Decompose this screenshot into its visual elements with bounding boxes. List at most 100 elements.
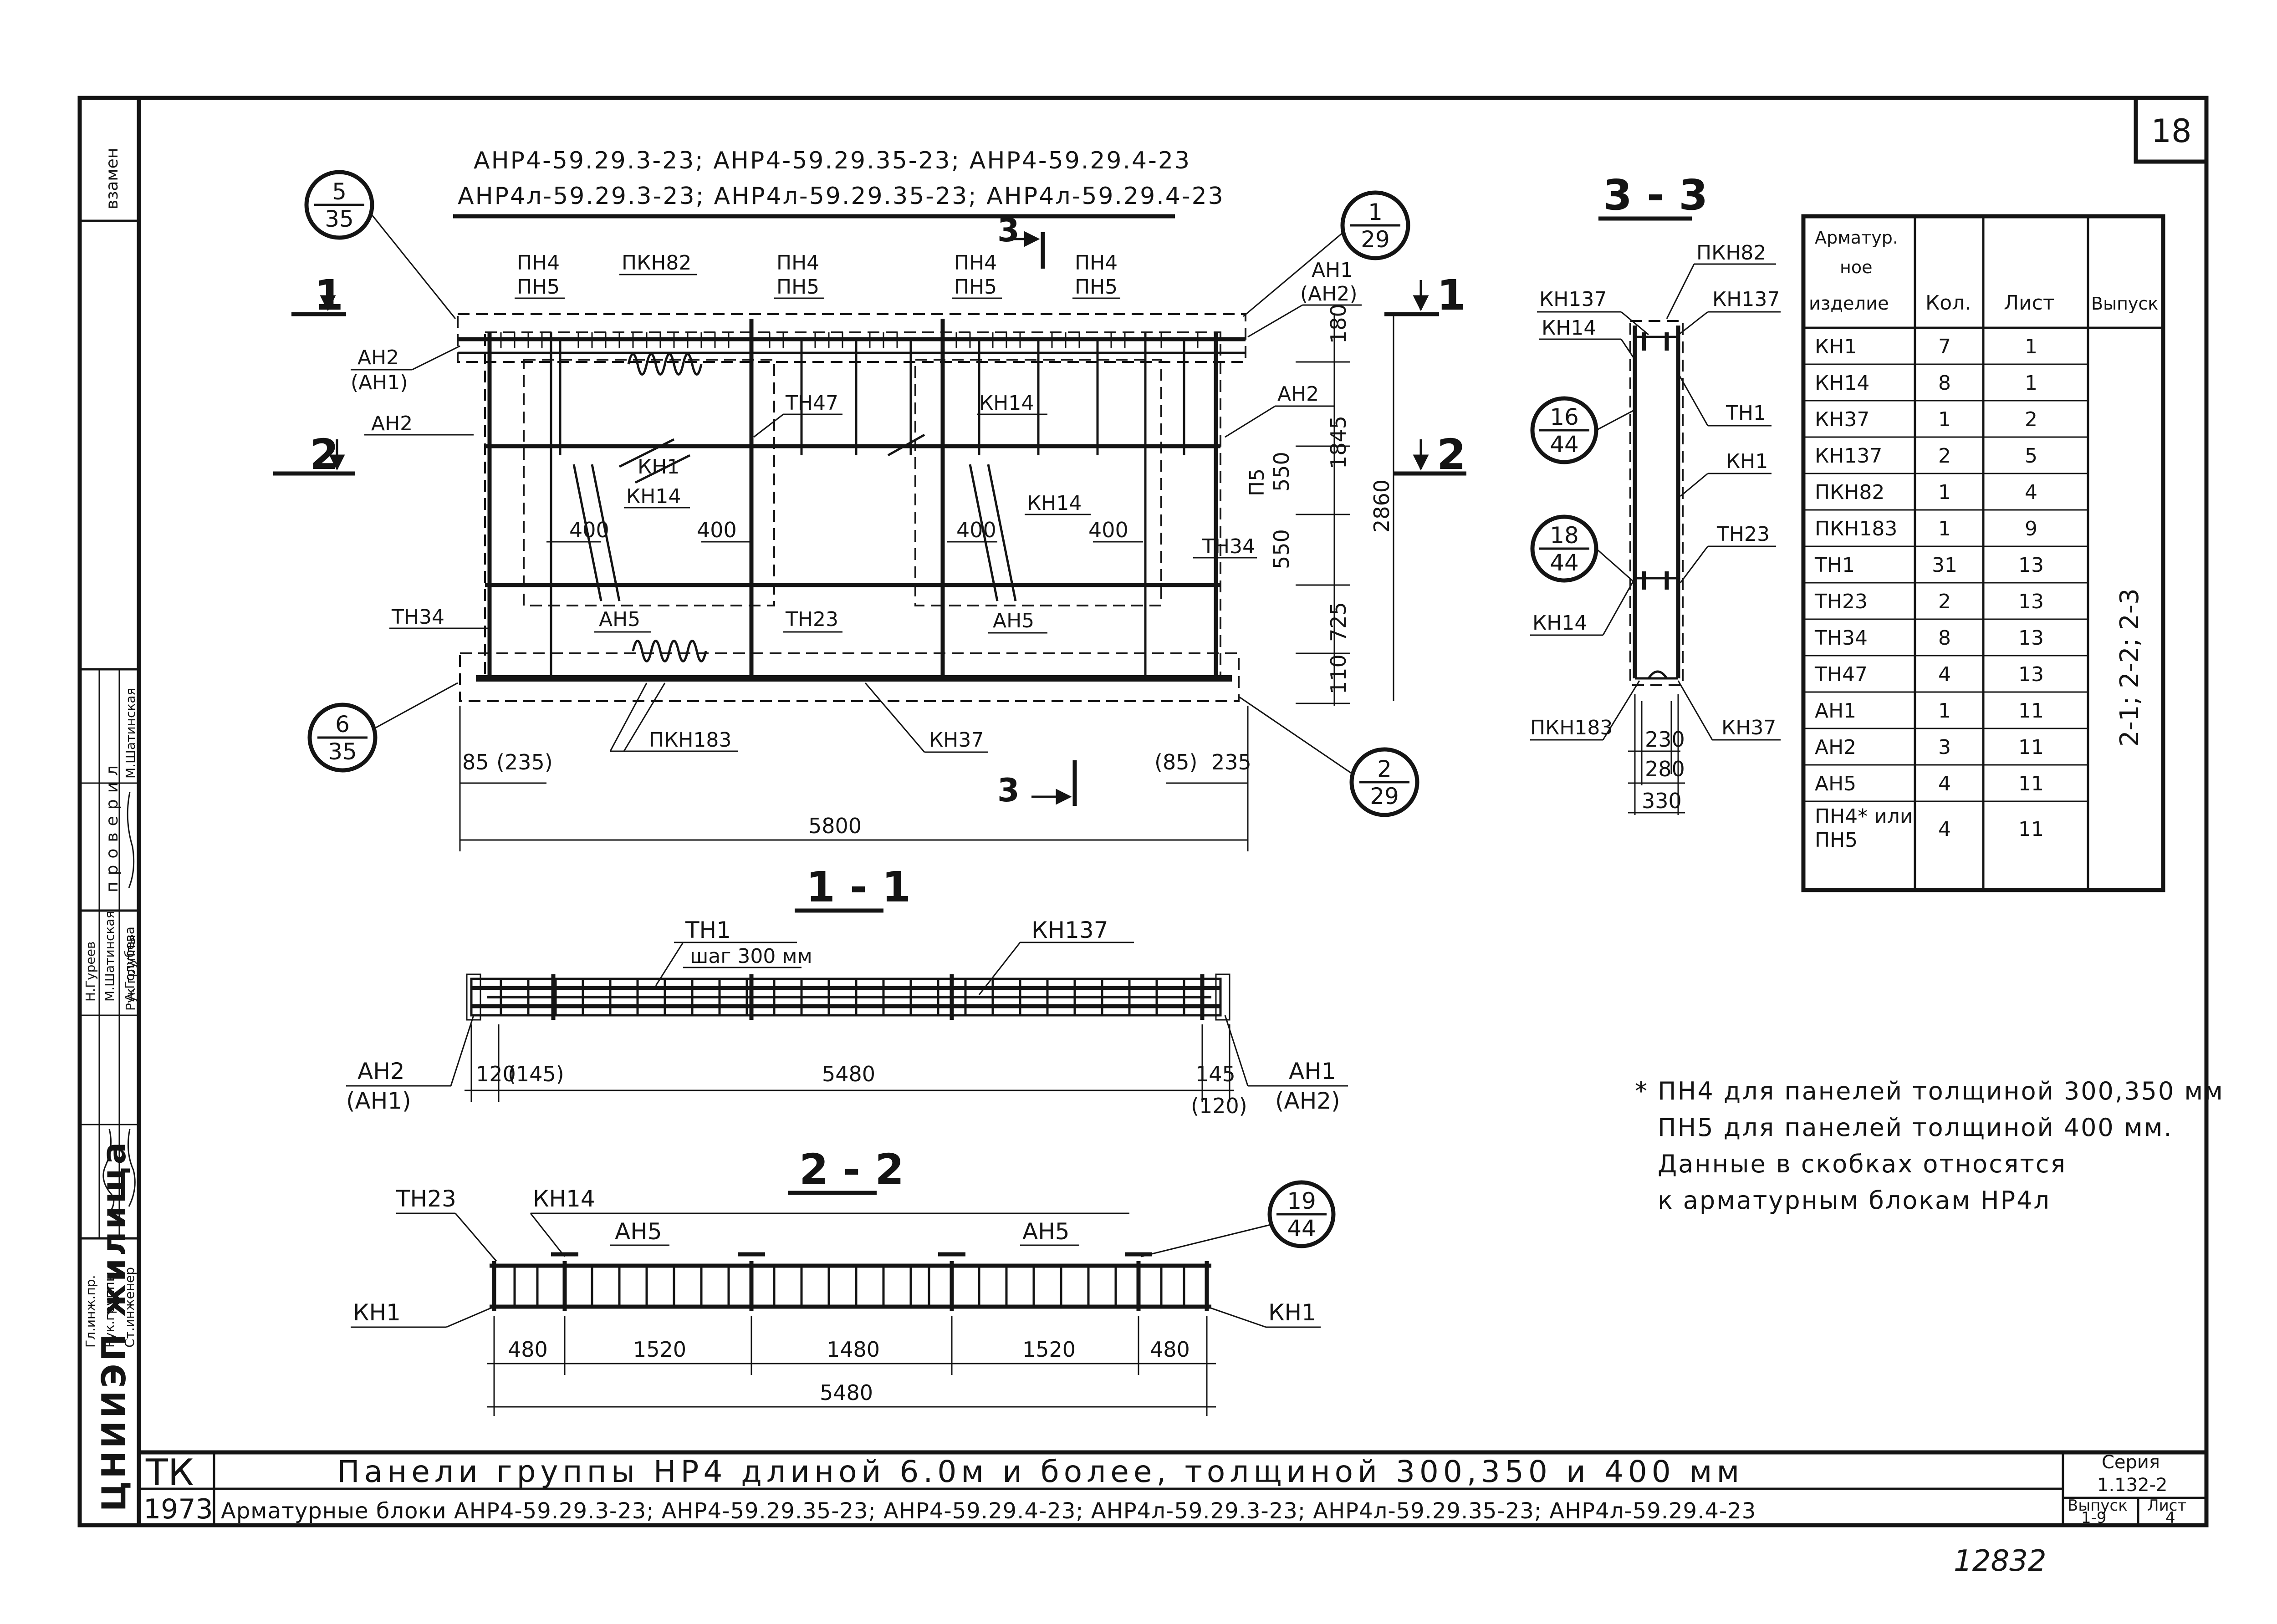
stamp-name-3: А.Голубева — [122, 927, 137, 1002]
s11-an2p: (АН2) — [1275, 1088, 1340, 1114]
s11-dim-145p: (145) — [508, 1062, 564, 1086]
s33-pkn82: ПКН82 — [1696, 241, 1766, 265]
header-marks-line2: АНР4л-59.29.3-23; АНР4л-59.29.35-23; АНР… — [458, 183, 1225, 210]
spec-cell-item: КН1 — [1815, 335, 1857, 358]
cut-1-right: 1 — [1437, 271, 1466, 320]
s33-callout-16-44: 44 — [1550, 431, 1579, 458]
svg-text:ПН4: ПН4 — [776, 251, 819, 275]
svg-text:КН14: КН14 — [626, 485, 681, 508]
s11-dim-120: 120 — [476, 1062, 516, 1086]
s11-tn1: ТН1 — [685, 917, 731, 943]
spec-cell-sheet: 5 — [2025, 444, 2037, 468]
s22-callout-44: 44 — [1287, 1215, 1316, 1242]
spec-cell-sheet: 9 — [2025, 517, 2037, 540]
s33-tn1: ТН1 — [1726, 402, 1766, 425]
svg-text:ТН47: ТН47 — [785, 392, 838, 415]
cut-3-bottom: 3 — [997, 772, 1020, 809]
spec-cell-sheet: 11 — [2018, 772, 2044, 795]
title-issue-label: Выпуск — [2068, 1497, 2128, 1515]
spec-cell-qty: 4 — [1938, 663, 1951, 686]
svg-text:ТН34: ТН34 — [391, 606, 444, 629]
stamp-check-role: Рук группы — [123, 935, 138, 1011]
handwritten-number: 12832 — [1954, 1544, 2047, 1578]
callout-1-29-top: 1 — [1368, 199, 1383, 225]
svg-text:АН1: АН1 — [1312, 259, 1353, 282]
dim-400-4: 400 — [1088, 518, 1128, 542]
callout-6-35-top: 6 — [335, 711, 350, 738]
title-tk: ТК — [145, 1451, 194, 1494]
s22-callout-19: 19 — [1287, 1188, 1316, 1214]
stamp-vzamen: взамен — [103, 148, 122, 209]
elevation-labels: ПН4 ПН5 ПКН82 ПН4 ПН5 ПН4 ПН5 ПН4 ПН5 АН… — [351, 251, 1362, 753]
svg-text:КН1: КН1 — [638, 455, 679, 479]
section-1-1-title: 1 - 1 — [806, 863, 911, 911]
callout-1-29-bottom: 29 — [1361, 226, 1390, 253]
dim-110: 110 — [1326, 654, 1351, 694]
s11-an1: АН1 — [1289, 1058, 1336, 1084]
stamp-name-2: М.Шатинская — [102, 911, 117, 1002]
svg-text:ПН4: ПН4 — [954, 251, 997, 275]
s11-dim-5480: 5480 — [822, 1062, 875, 1086]
title-sheet-value: 4 — [2165, 1509, 2175, 1527]
svg-text:ПКН183: ПКН183 — [649, 728, 731, 752]
spec-cell-item: ПН4* или — [1815, 805, 1913, 828]
svg-text:АН5: АН5 — [993, 609, 1034, 632]
spec-cell-sheet: 2 — [2025, 408, 2037, 431]
title-sheet-label: Лист — [2147, 1497, 2186, 1515]
s33-kn137-right: КН137 — [1712, 288, 1780, 311]
title-series-label: Серия — [2102, 1452, 2160, 1473]
spec-cell-sheet: 13 — [2018, 554, 2044, 577]
cut-3-top: 3 — [997, 212, 1020, 249]
s22-dim-480-right: 480 — [1150, 1337, 1190, 1362]
s22-kn1-right: КН1 — [1268, 1299, 1316, 1326]
svg-text:КН14: КН14 — [1027, 492, 1082, 515]
dim-85-left: 85 — [462, 750, 489, 774]
spec-cell-item: КН37 — [1815, 408, 1869, 431]
spec-issue-value: 2-1; 2-2; 2-3 — [2115, 588, 2144, 747]
spec-header-sheet: Лист — [2004, 291, 2055, 315]
svg-text:АН2: АН2 — [357, 346, 399, 369]
spec-cell-qty: 1 — [1938, 408, 1951, 431]
spec-cell-qty: 8 — [1938, 372, 1951, 395]
dim-400-1: 400 — [569, 518, 609, 542]
s11-an2: АН2 — [357, 1058, 405, 1084]
title-line-2: Арматурные блоки АНР4-59.29.3-23; АНР4-5… — [221, 1498, 1756, 1524]
page-number: 18 — [2151, 112, 2191, 150]
spec-cell-sheet: 11 — [2018, 818, 2044, 841]
s11-dim-145: 145 — [1195, 1062, 1236, 1086]
dim-235-right: 235 — [1211, 750, 1251, 774]
side-stamp: взамен проверил Рук группы М.Шатинская Г… — [77, 96, 141, 1527]
s11-dim-120p: (120) — [1191, 1094, 1247, 1118]
dim-550-a: 550 — [1269, 452, 1294, 492]
callout-6-35-bottom: 35 — [328, 738, 357, 765]
elevation-dimensions — [459, 314, 1394, 851]
s33-dim-230: 230 — [1645, 727, 1685, 752]
stamp-org: ЦНИИЭП жилища — [95, 1140, 133, 1512]
s33-pkn183: ПКН183 — [1530, 716, 1613, 739]
s22-an5-right: АН5 — [1022, 1218, 1070, 1245]
svg-text:АН2: АН2 — [371, 412, 413, 435]
cut-2-right: 2 — [1437, 430, 1466, 479]
section-2-2-title: 2 - 2 — [799, 1145, 904, 1194]
spec-cell-item-alt: ПН5 — [1815, 829, 1858, 852]
svg-text:ТН34: ТН34 — [1202, 535, 1255, 558]
spec-cell-item: ТН34 — [1814, 626, 1868, 650]
s22-tn23: ТН23 — [396, 1186, 456, 1212]
svg-text:АН5: АН5 — [599, 608, 640, 631]
spec-cell-item: ТН47 — [1814, 663, 1868, 686]
note-3: Данные в скобках относятся — [1658, 1150, 2067, 1178]
stamp-role-1: Гл.инж.пр. — [83, 1275, 98, 1348]
spec-cell-qty: 8 — [1938, 626, 1951, 650]
dim-400-2: 400 — [697, 518, 737, 542]
s33-callout-16: 16 — [1550, 404, 1579, 430]
spec-cell-item: КН137 — [1815, 444, 1882, 468]
callout-2-29-top: 2 — [1377, 756, 1392, 782]
dim-2860: 2860 — [1369, 479, 1394, 533]
spec-cell-qty: 3 — [1938, 736, 1951, 759]
s33-tn23: ТН23 — [1716, 523, 1770, 546]
svg-text:КН14: КН14 — [979, 392, 1034, 415]
s33-kn14-bottom: КН14 — [1532, 611, 1587, 635]
dim-85p-right: (85) — [1154, 750, 1197, 774]
cut-2-left: 2 — [310, 430, 339, 479]
